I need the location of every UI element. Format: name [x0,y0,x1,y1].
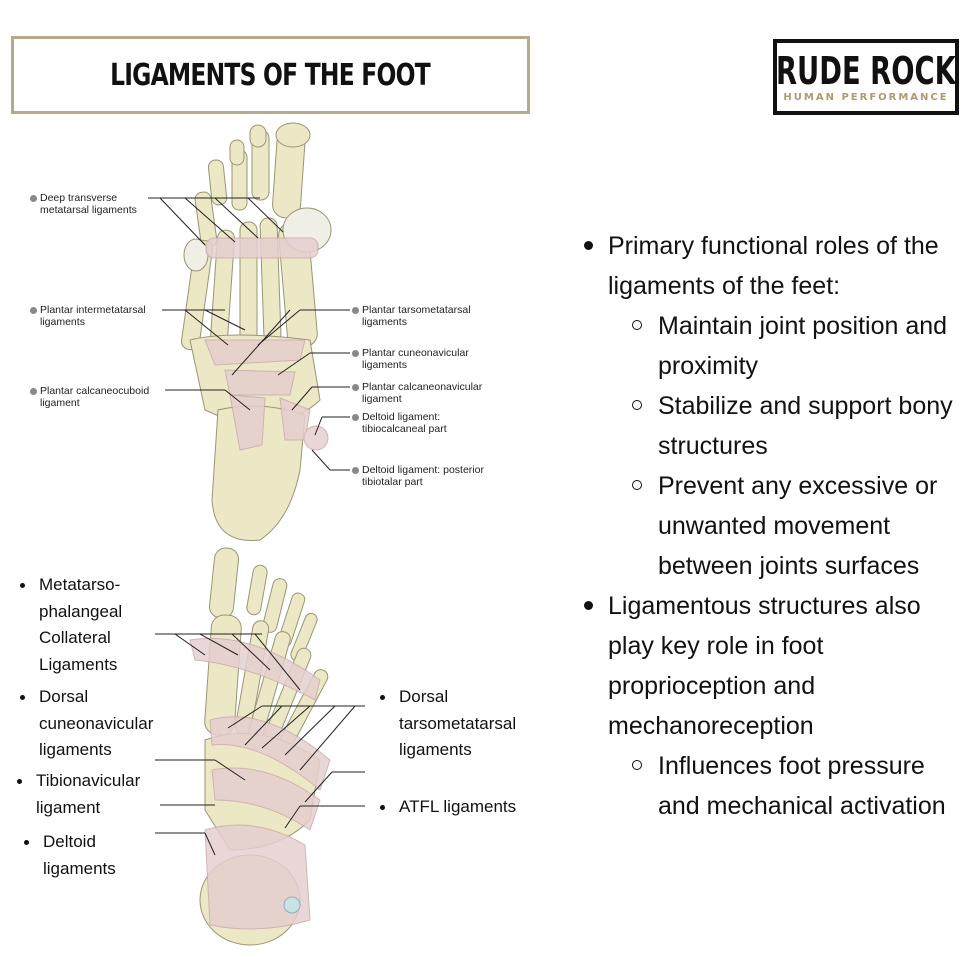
sub-bullet-stabilize: Stabilize and support bony structures [580,386,972,466]
bullet-proprioception: Ligamentous structures also play key rol… [580,586,972,746]
title-box: LIGAMENTS OF THE FOOT [11,36,530,114]
foot-diagrams: Deep transverse metatarsal ligaments Pla… [16,122,516,946]
label-dorsal-cuneonavicular: Dorsal cuneonavicular ligaments [19,684,153,764]
label-deltoid-ligaments: Deltoid ligaments [24,829,116,882]
label-deltoid-posterior-tibiotalar: Deltoid ligament: posterior tibiotalar p… [352,464,484,488]
label-deltoid-tibiocalcaneal: Deltoid ligament: tibiocalcaneal part [352,411,447,435]
logo-main-text: RUDE ROCK [776,48,956,93]
functional-roles-panel: Primary functional roles of the ligament… [580,226,972,826]
label-deep-transverse-metatarsal: Deep transverse metatarsal ligaments [30,192,137,216]
label-plantar-tarsometatarsal: Plantar tarsometatarsal ligaments [352,304,471,328]
logo: RUDE ROCK HUMAN PERFORMANCE [773,39,959,115]
label-metatarsophalangeal-collateral: Metatarso- phalangeal Collateral Ligamen… [19,572,122,678]
bullet-primary-roles: Primary functional roles of the ligament… [580,226,972,306]
label-plantar-calcaneonavicular: Plantar calcaneonavicular ligament [351,381,483,405]
bullet-list: Primary functional roles of the ligament… [580,226,972,826]
plantar-foot-illustration [148,122,365,946]
label-plantar-intermetatarsal: Plantar intermetatarsal ligaments [30,304,146,328]
logo-sub-text: HUMAN PERFORMANCE [783,91,949,103]
label-tibionavicular: Tibionavicular ligament [16,768,140,821]
sub-bullet-influences: Influences foot pressure and mechanical … [580,746,972,826]
label-dorsal-tarsometatarsal: Dorsal tarsometatarsal ligaments [379,684,516,764]
logo-inner: RUDE ROCK HUMAN PERFORMANCE [776,43,956,111]
label-atfl-ligaments: ATFL ligaments [379,794,516,821]
sub-bullet-maintain: Maintain joint position and proximity [580,306,972,386]
page-title: LIGAMENTS OF THE FOOT [110,57,432,93]
sub-bullet-prevent: Prevent any excessive or unwanted moveme… [580,466,972,586]
label-plantar-calcaneocuboid: Plantar calcaneocuboid ligament [29,385,150,409]
label-plantar-cuneonavicular: Plantar cuneonavicular ligaments [352,347,469,371]
